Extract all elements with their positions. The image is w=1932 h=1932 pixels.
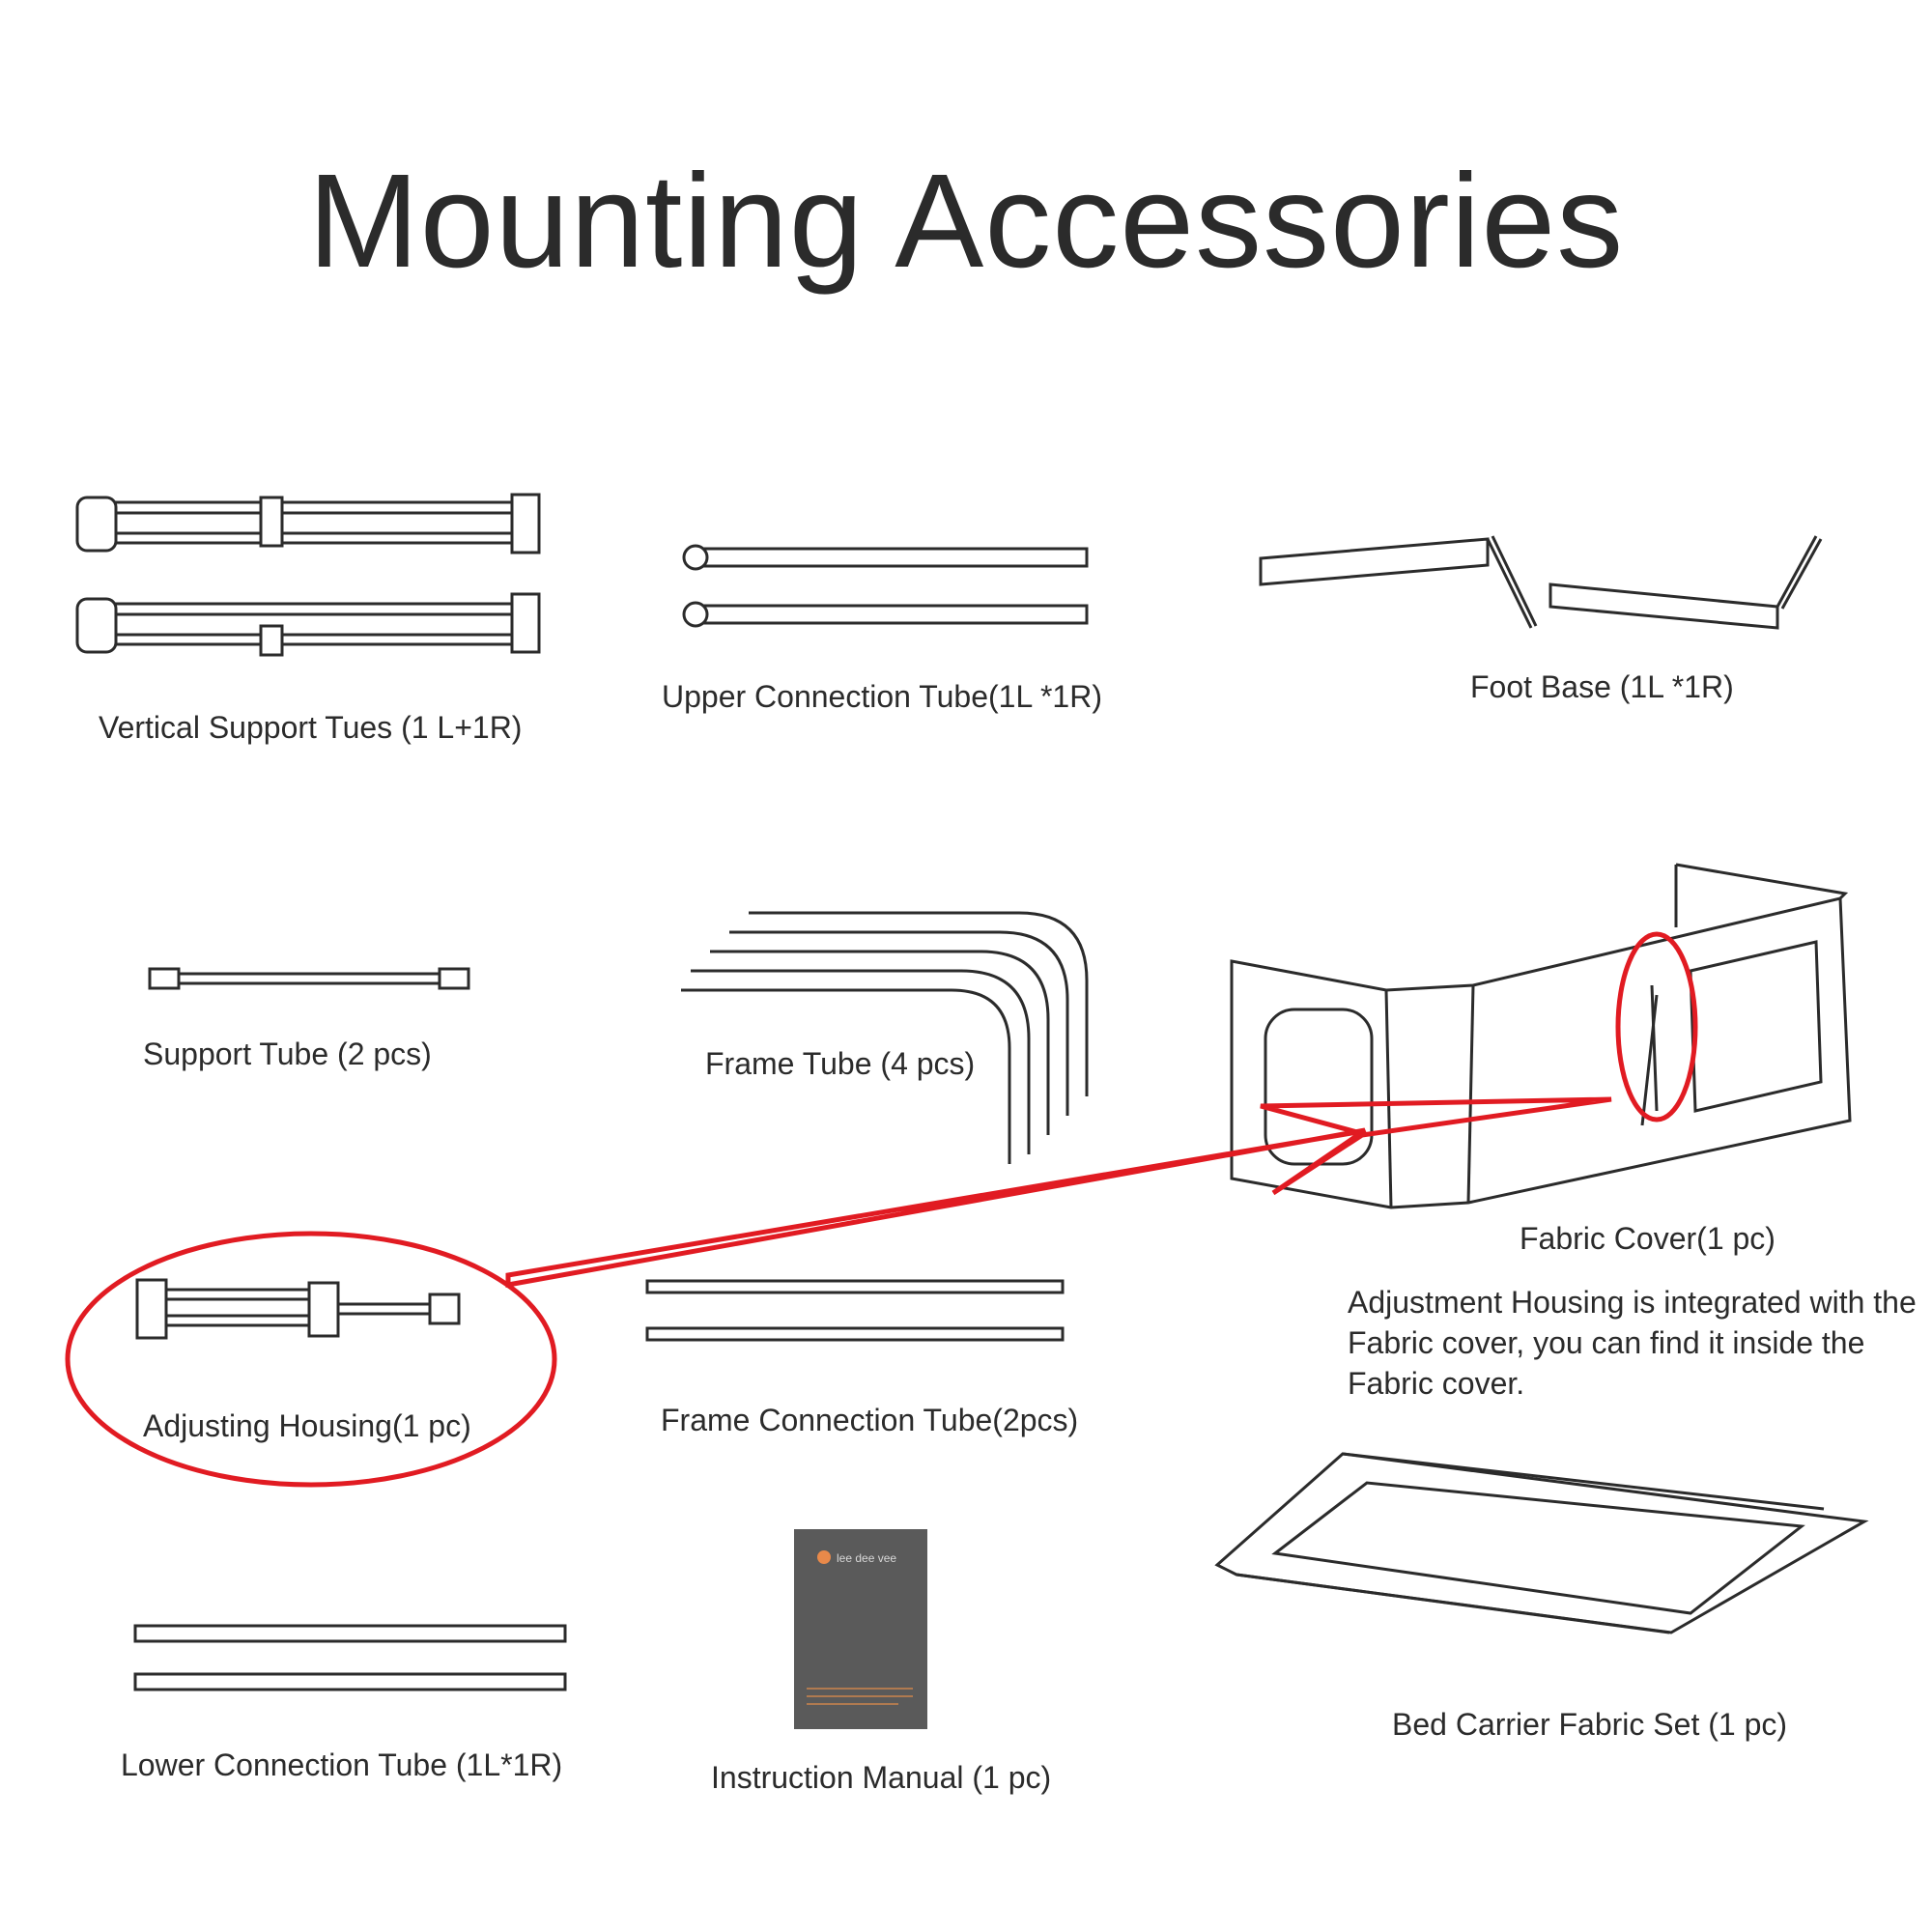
adjusting-housing-drawing — [135, 1278, 461, 1340]
manual-brand-text: lee dee vee — [837, 1551, 896, 1565]
instruction-manual-drawing: lee dee vee — [794, 1529, 927, 1729]
label-upper-connection: Upper Connection Tube(1L *1R) — [662, 679, 1102, 714]
highlight-annotations — [65, 931, 1698, 1488]
integration-note: Adjustment Housing is integrated with th… — [1348, 1285, 1917, 1401]
frame-connection-tubes-drawing — [645, 1279, 1065, 1342]
foot-base-drawing — [1259, 535, 1823, 630]
highlight-arrow — [505, 1096, 1612, 1288]
fabric-cover-highlight-ellipse — [1615, 931, 1698, 1122]
label-fabric-cover: Fabric Cover(1 pc) — [1520, 1221, 1776, 1256]
bed-carrier-drawing — [1214, 1452, 1869, 1634]
label-adjusting-housing: Adjusting Housing(1 pc) — [143, 1408, 471, 1443]
label-frame-connection: Frame Connection Tube(2pcs) — [661, 1403, 1079, 1437]
page-title: Mounting Accessories — [307, 147, 1625, 296]
frame-tubes-drawing — [681, 911, 1089, 1164]
lower-connection-tubes-drawing — [133, 1624, 567, 1691]
support-tube-drawing — [148, 967, 470, 990]
upper-connection-tubes-drawing — [682, 544, 1089, 628]
label-foot-base: Foot Base (1L *1R) — [1470, 669, 1734, 704]
label-instruction-manual: Instruction Manual (1 pc) — [711, 1760, 1052, 1795]
label-vertical-support: Vertical Support Tues (1 L+1R) — [99, 710, 523, 745]
vertical-support-tubes-drawing — [75, 493, 541, 657]
adjusting-housing-highlight-ellipse — [65, 1231, 557, 1488]
label-frame-tube: Frame Tube (4 pcs) — [705, 1046, 976, 1081]
label-support-tube: Support Tube (2 pcs) — [143, 1037, 432, 1071]
label-lower-connection: Lower Connection Tube (1L*1R) — [121, 1747, 563, 1782]
label-bed-carrier: Bed Carrier Fabric Set (1 pc) — [1392, 1707, 1788, 1742]
